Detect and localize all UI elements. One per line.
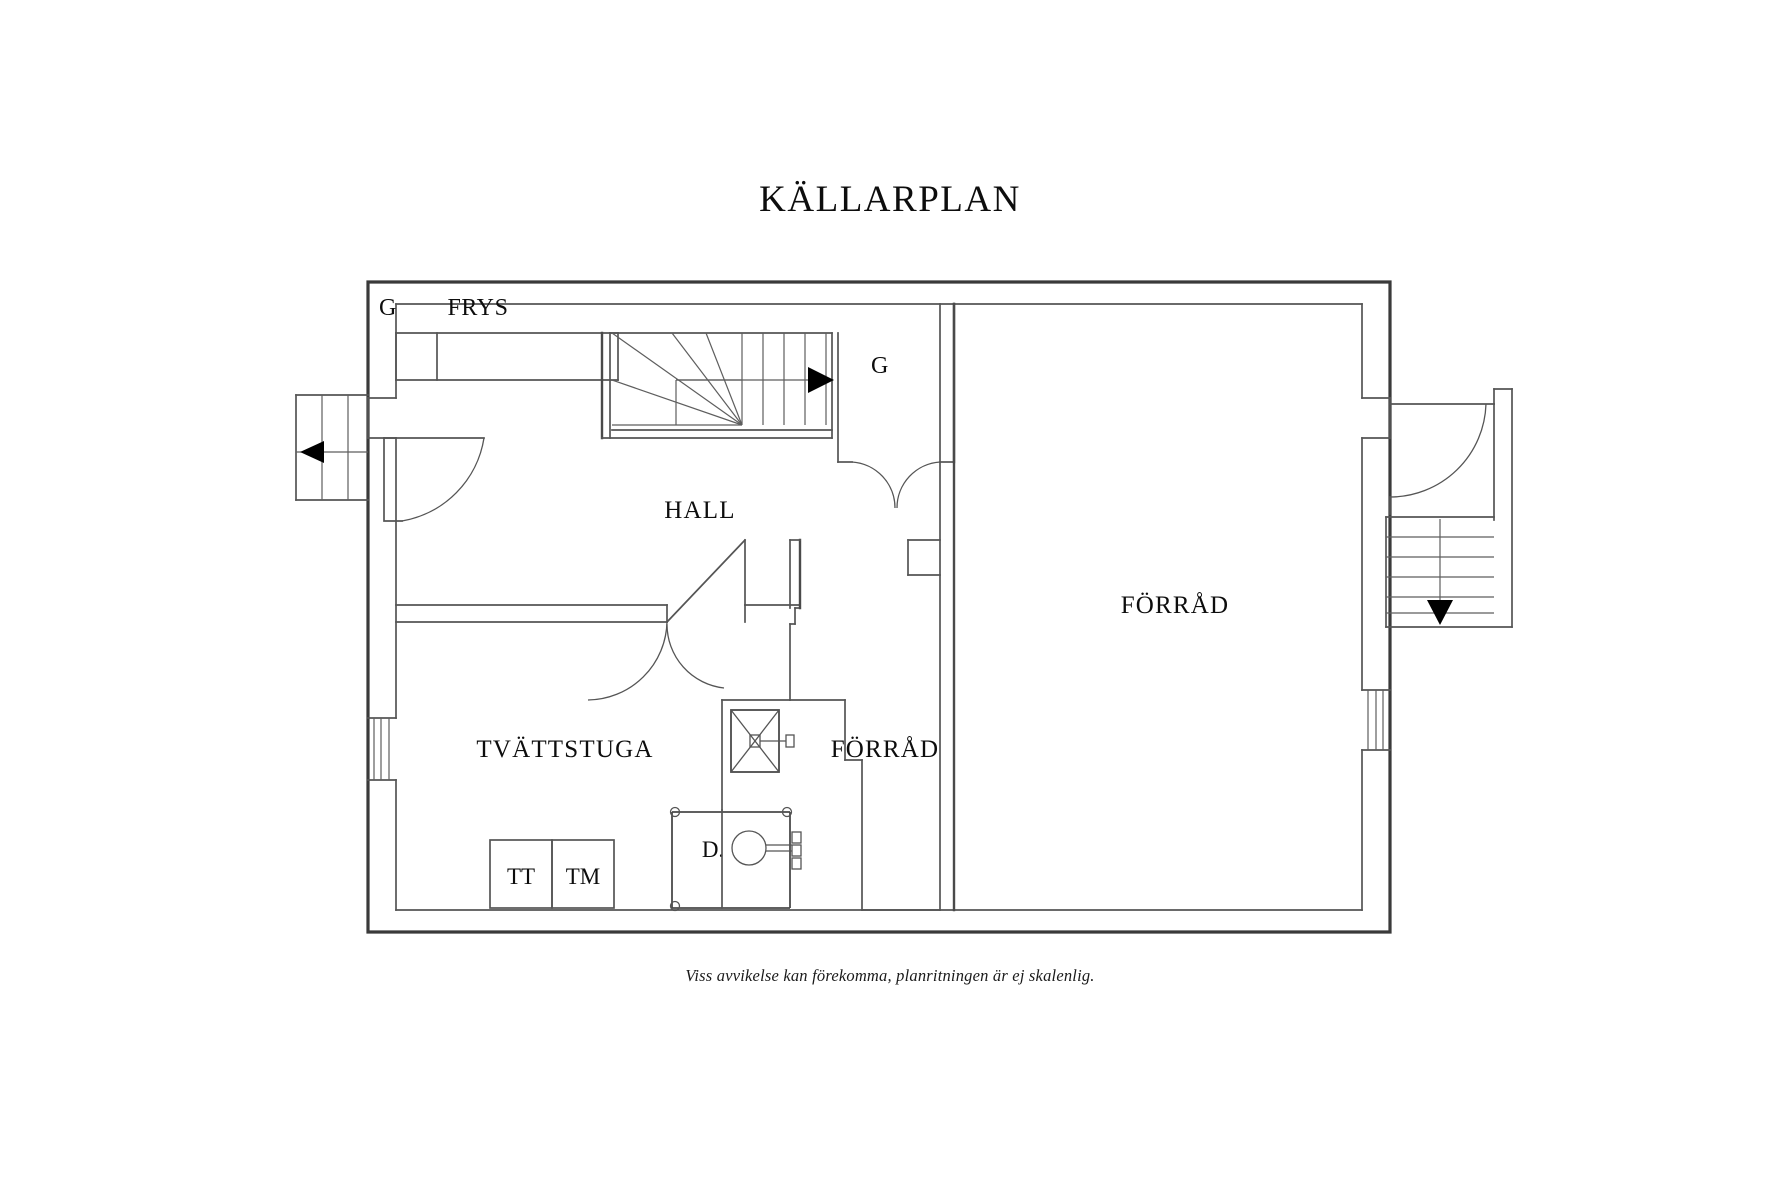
appliance-boxes	[489, 839, 615, 909]
entrance-stair-left	[295, 394, 369, 501]
entrance-door-right	[1361, 397, 1495, 521]
room-label-forrad-big: FÖRRÅD	[1121, 592, 1230, 619]
closet-label-g-left: G	[379, 295, 397, 321]
appliance-label-washing-machine: TM	[566, 864, 601, 889]
entrance-door-left	[367, 397, 485, 522]
closet-label-g-hall: G	[871, 353, 889, 379]
forrad-big-walls	[939, 302, 956, 912]
room-label-hall: HALL	[664, 497, 735, 524]
partition-hall-tvattstuga	[395, 538, 801, 701]
window-right-wall	[1361, 689, 1391, 751]
closet-block-g-frys	[395, 332, 619, 381]
page-title: KÄLLARPLAN	[759, 179, 1021, 220]
entrance-stair-right	[1385, 388, 1513, 628]
room-label-tvattstuga: TVÄTTSTUGA	[476, 736, 653, 763]
forrad-small-walls	[789, 538, 941, 911]
appliance-label-tumble-dryer: TT	[507, 864, 535, 889]
room-label-forrad-small: FÖRRÅD	[831, 736, 940, 763]
floor-drain-area	[669, 806, 802, 912]
door-tvattstuga	[666, 623, 725, 689]
closet-label-frys: FRYS	[447, 295, 508, 321]
disclaimer-footnote: Viss avvikelse kan förekomma, planritnin…	[685, 966, 1095, 985]
appliance-label-floor-drain: D.	[702, 837, 724, 862]
main-stair	[600, 331, 834, 440]
shower-tray-fixture	[721, 699, 795, 811]
closet-g-hall	[837, 302, 956, 509]
window-left-wall	[367, 717, 397, 781]
